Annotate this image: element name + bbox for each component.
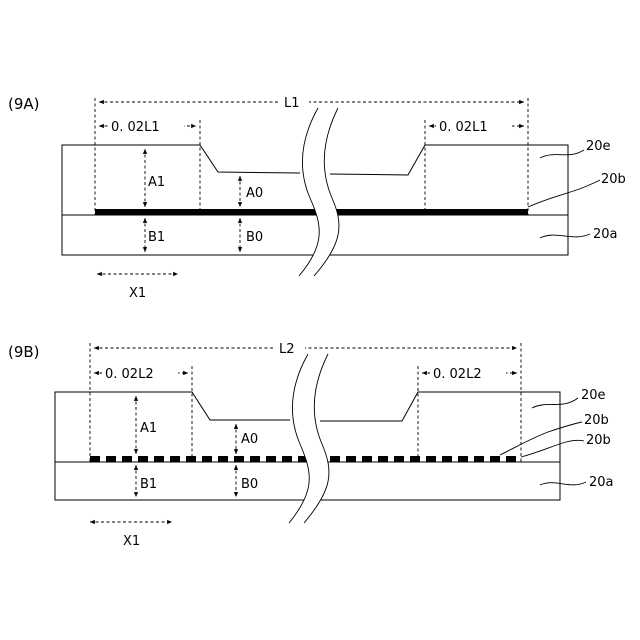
thin-film-segment	[202, 456, 212, 462]
panel-9b: (9B) L2 0. 02L2 0. 02L2 A1 B1	[8, 340, 614, 549]
dimension-label-a1: A1	[148, 175, 165, 190]
break-mask	[289, 354, 329, 523]
leader-line	[532, 398, 578, 408]
thin-film-segment	[154, 456, 164, 462]
thin-film-layer	[95, 209, 528, 215]
callout-base-layer: 20a	[593, 227, 618, 242]
dimension-label-edge-right: 0. 02L2	[433, 367, 482, 382]
leader-line	[540, 482, 586, 485]
dimension-label-a0: A0	[241, 432, 258, 447]
thin-film-segment	[250, 456, 260, 462]
thin-film-segment	[106, 456, 116, 462]
dimension-label-x1: X1	[123, 534, 140, 549]
callout-thin-film-lower: 20b	[586, 433, 611, 448]
dimension-label-edge-left: 0. 02L2	[105, 367, 154, 382]
panel-9a: (9A) L1 0. 02L1 0. 02L1 A1 B1	[8, 94, 626, 301]
dimension-label-b0: B0	[241, 477, 258, 492]
thin-film-segment	[362, 456, 372, 462]
thin-film-segment	[410, 456, 420, 462]
thin-film-segment	[266, 456, 276, 462]
thin-film-segment	[186, 456, 196, 462]
leader-line	[500, 422, 582, 455]
leader-line	[528, 180, 600, 207]
dimension-label-edge-left: 0. 02L1	[111, 120, 160, 135]
dimension-label-overall: L2	[279, 342, 295, 357]
dimension-label-a1: A1	[140, 421, 157, 436]
thin-film-segment	[378, 456, 388, 462]
base-layer	[62, 215, 568, 255]
callout-thin-film-upper: 20b	[584, 413, 609, 428]
dimension-label-b1: B1	[148, 230, 165, 245]
dimension-label-edge-right: 0. 02L1	[439, 120, 488, 135]
panel-label: (9B)	[8, 343, 40, 361]
leader-line	[521, 440, 584, 457]
thin-film-segment	[282, 456, 292, 462]
thin-film-segment	[234, 456, 244, 462]
callout-upper-layer: 20e	[581, 388, 606, 403]
callout-thin-film: 20b	[601, 172, 626, 187]
thin-film-segment	[330, 456, 340, 462]
dimension-label-a0: A0	[246, 186, 263, 201]
panel-label: (9A)	[8, 95, 40, 113]
callout-base-layer: 20a	[589, 475, 614, 490]
thin-film-segments	[90, 456, 516, 462]
dimension-label-b1: B1	[140, 477, 157, 492]
thin-film-segment	[218, 456, 228, 462]
leader-line	[540, 234, 590, 238]
thin-film-segment	[394, 456, 404, 462]
break-mask	[299, 108, 339, 276]
callout-upper-layer: 20e	[586, 139, 611, 154]
thin-film-segment	[170, 456, 180, 462]
thin-film-segment	[490, 456, 500, 462]
thin-film-segment	[122, 456, 132, 462]
dimension-label-b0: B0	[246, 230, 263, 245]
leader-line	[540, 150, 584, 158]
thin-film-segment	[426, 456, 436, 462]
thin-film-segment	[474, 456, 484, 462]
dimension-label-overall: L1	[284, 96, 300, 111]
thin-film-segment	[90, 456, 100, 462]
thin-film-segment	[506, 456, 516, 462]
thin-film-segment	[346, 456, 356, 462]
dimension-label-x1: X1	[129, 286, 146, 301]
thin-film-segment	[458, 456, 468, 462]
thin-film-segment	[442, 456, 452, 462]
thin-film-segment	[138, 456, 148, 462]
